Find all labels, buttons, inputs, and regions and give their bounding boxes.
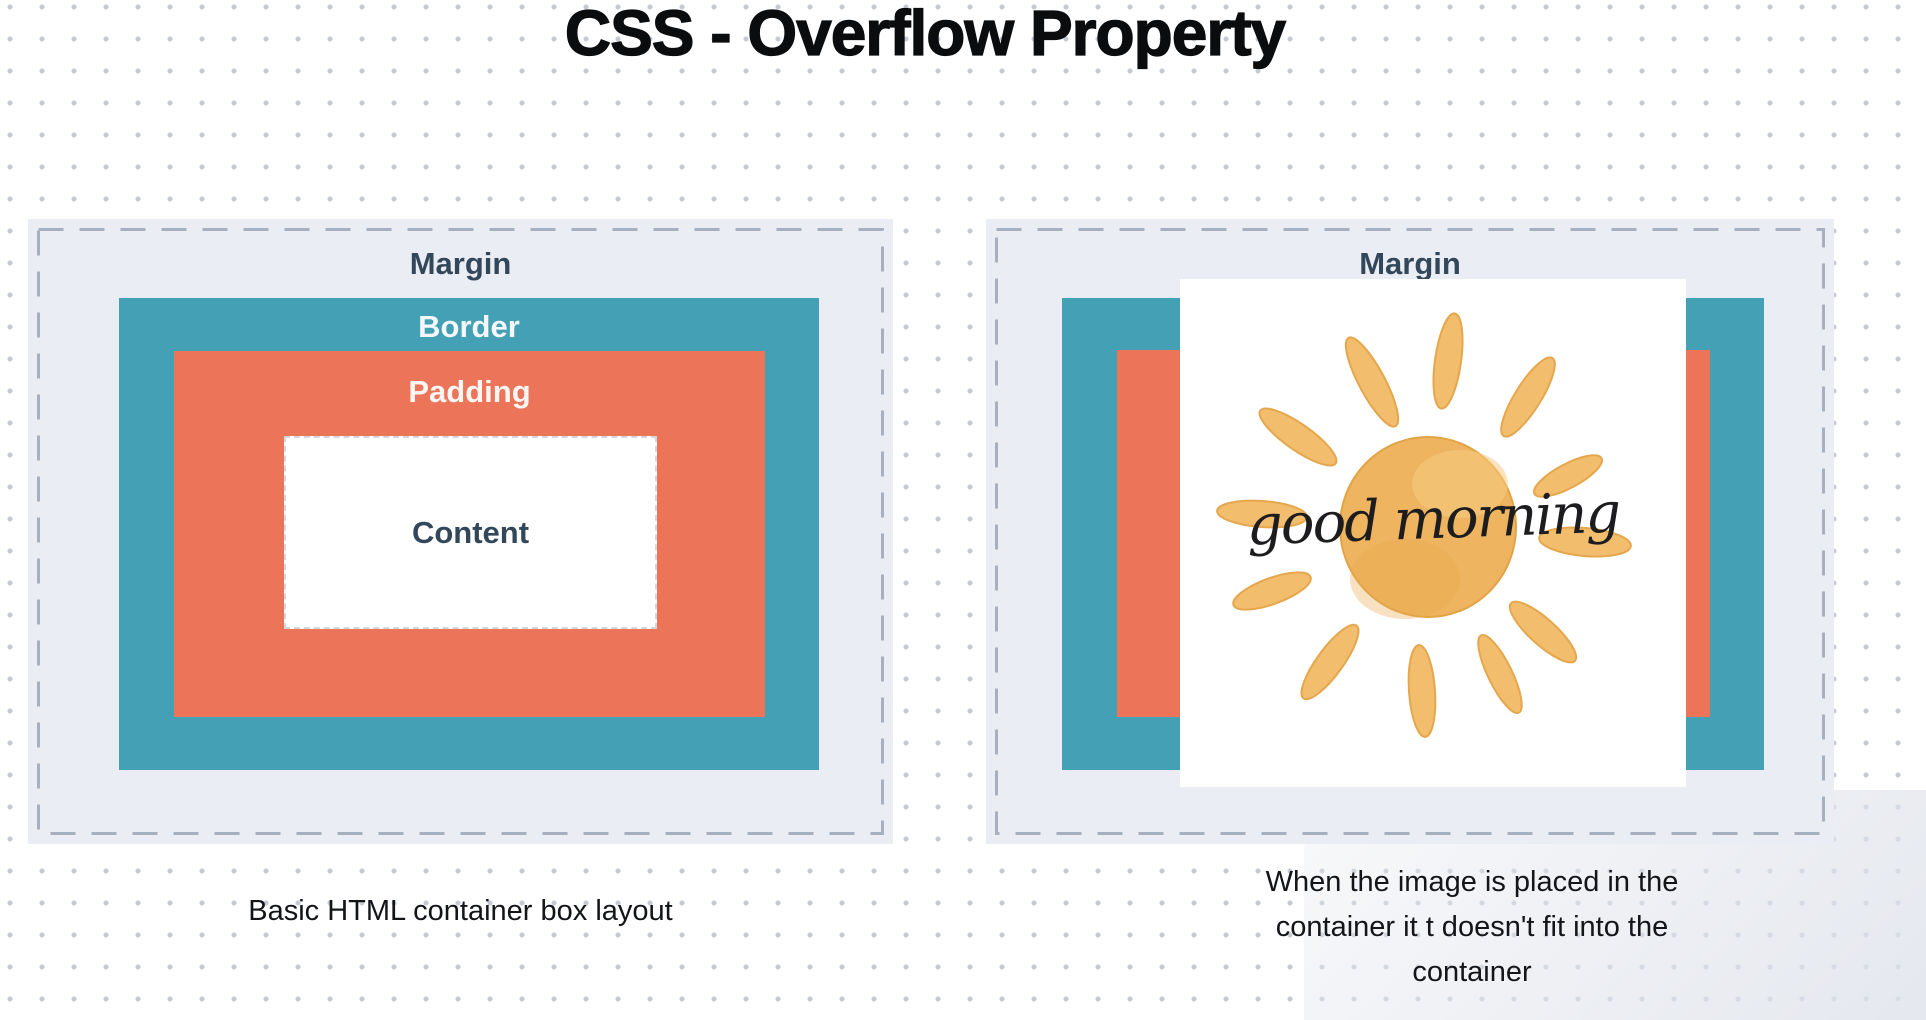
border-box: Border Padding Content [119,298,819,770]
right-caption-line-1: When the image is placed in the [1265,866,1679,898]
overflowing-image: good morning [1180,279,1686,787]
right-caption: When the image is placed in the containe… [1122,860,1822,995]
content-label: Content [411,514,530,550]
right-caption-line-2: container it t doesn't fit into the [1275,911,1669,943]
left-box-model-diagram: Margin Border Padding Content [28,219,893,844]
right-box-model-diagram: Margin [986,219,1834,844]
content-box: Content [284,436,657,629]
page-title: CSS - Overflow Property [564,0,1287,70]
padding-label: Padding [408,374,531,409]
margin-label: Margin [409,246,512,281]
border-label: Border [418,309,520,344]
margin-label: Margin [1359,246,1461,281]
padding-box: Padding Content [174,351,765,717]
right-caption-line-3: container [1412,956,1532,988]
left-caption: Basic HTML container box layout [248,895,673,927]
